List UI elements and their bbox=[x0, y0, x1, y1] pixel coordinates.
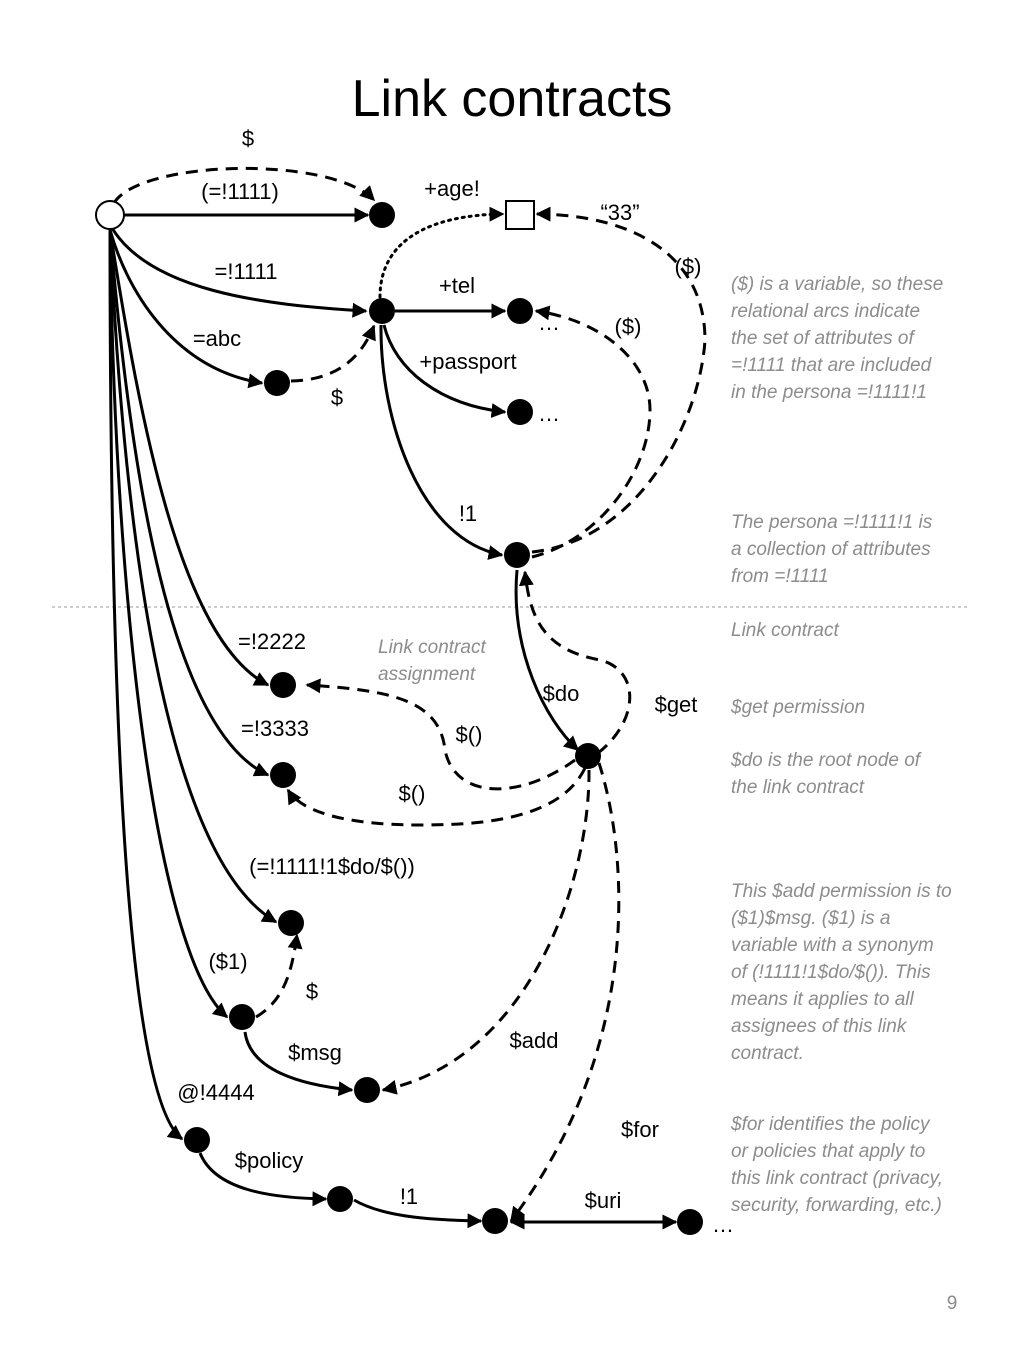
label-do: $do bbox=[543, 681, 580, 706]
arc-fn1 bbox=[305, 678, 576, 791]
arc-eq3333 bbox=[108, 229, 270, 777]
node-msg bbox=[354, 1077, 380, 1103]
arc-var-top bbox=[531, 206, 707, 554]
label-msg: $msg bbox=[288, 1040, 342, 1065]
node-synonym bbox=[278, 910, 304, 936]
label-ellipsis-tel: … bbox=[538, 310, 560, 335]
arc-eq2222 bbox=[108, 229, 270, 687]
label-lca-line1: Link contract bbox=[378, 637, 486, 658]
arc-bang1 bbox=[379, 324, 504, 560]
node-passport bbox=[507, 399, 533, 425]
label-fn1: $() bbox=[456, 722, 483, 747]
arc-dollar-small bbox=[255, 933, 303, 1019]
arc-var-tel bbox=[531, 305, 652, 559]
label-var1: ($1) bbox=[208, 949, 247, 974]
root-node bbox=[95, 200, 125, 230]
label-add: $add bbox=[510, 1028, 559, 1053]
label-fn2: $() bbox=[399, 781, 426, 806]
note-get-permission: $get permission bbox=[730, 697, 865, 718]
node-tel bbox=[507, 298, 533, 324]
label-bang1: !1 bbox=[459, 501, 477, 526]
node-persona bbox=[504, 542, 530, 568]
label-ellipsis-passport: … bbox=[538, 401, 560, 426]
node-eq1111-paren bbox=[369, 202, 395, 228]
node-eq2222 bbox=[270, 672, 296, 698]
node-do bbox=[575, 743, 601, 769]
label-policy: $policy bbox=[235, 1148, 303, 1173]
arc-fn2 bbox=[286, 767, 587, 827]
arc-get bbox=[518, 570, 632, 755]
arc-labels: $ (=!1111) +age! “33” ($) =!1111 +tel ($… bbox=[177, 126, 734, 1237]
arc-bang1-bottom bbox=[353, 1198, 483, 1229]
label-tel: +tel bbox=[439, 273, 475, 298]
node-policy bbox=[327, 1186, 353, 1212]
arc-dollar-abc bbox=[290, 324, 376, 383]
label-lca-line2: assignment bbox=[378, 664, 476, 685]
label-abc: =abc bbox=[193, 326, 241, 351]
label-top-dollar: $ bbox=[242, 126, 254, 151]
note-add-permission: This $add permission is to($1)$msg. ($1)… bbox=[731, 881, 952, 1064]
node-abc bbox=[264, 370, 290, 396]
arc-dollar-top bbox=[112, 167, 376, 204]
label-at4444: @!4444 bbox=[177, 1080, 254, 1105]
root-arcs bbox=[108, 207, 370, 1141]
label-dollar-small: $ bbox=[306, 979, 318, 1004]
note-link-contract: Link contract bbox=[731, 620, 839, 641]
label-eq1111: =!1111 bbox=[214, 259, 277, 284]
arc-abc bbox=[108, 229, 264, 389]
label-age: +age! bbox=[424, 176, 480, 201]
label-eq3333: =!3333 bbox=[241, 716, 309, 741]
label-var-tel: ($) bbox=[615, 314, 642, 339]
arc-passport bbox=[382, 324, 507, 419]
label-33: “33” bbox=[600, 200, 639, 225]
arc-for bbox=[509, 762, 621, 1223]
arc-add bbox=[381, 769, 591, 1095]
node-at4444 bbox=[184, 1127, 210, 1153]
attribute-arcs bbox=[112, 167, 707, 560]
label-eq2222: =!2222 bbox=[238, 629, 306, 654]
contract-arcs bbox=[198, 569, 678, 1230]
label-var-top: ($) bbox=[675, 254, 702, 279]
nodes bbox=[95, 200, 703, 1235]
label-get: $get bbox=[655, 692, 698, 717]
arc-msg bbox=[243, 1031, 354, 1097]
arc-var1 bbox=[108, 229, 229, 1019]
arc-do bbox=[514, 569, 580, 752]
arc-eq1111 bbox=[110, 227, 368, 318]
label-ellipsis-uri: … bbox=[712, 1212, 734, 1237]
node-eq1111 bbox=[369, 298, 395, 324]
arc-synonym bbox=[108, 229, 278, 924]
label-synonym: (=!1111!1$do/$()) bbox=[249, 854, 415, 879]
arc-at4444 bbox=[108, 229, 184, 1141]
node-var1 bbox=[229, 1004, 255, 1030]
arc-age bbox=[378, 206, 505, 299]
label-bang1-bottom: !1 bbox=[400, 1184, 418, 1209]
node-policy-1 bbox=[482, 1208, 508, 1234]
slide-title: Link contracts bbox=[352, 70, 673, 128]
node-uri bbox=[677, 1209, 703, 1235]
arc-policy bbox=[198, 1152, 328, 1207]
label-passport: +passport bbox=[419, 349, 516, 374]
node-eq3333 bbox=[270, 762, 296, 788]
label-dollar-abc: $ bbox=[331, 385, 343, 410]
literal-node bbox=[505, 200, 535, 230]
label-uri: $uri bbox=[585, 1188, 622, 1213]
page-number: 9 bbox=[947, 1293, 958, 1314]
label-eq1111-paren: (=!1111) bbox=[201, 179, 279, 204]
label-for: $for bbox=[621, 1117, 659, 1142]
